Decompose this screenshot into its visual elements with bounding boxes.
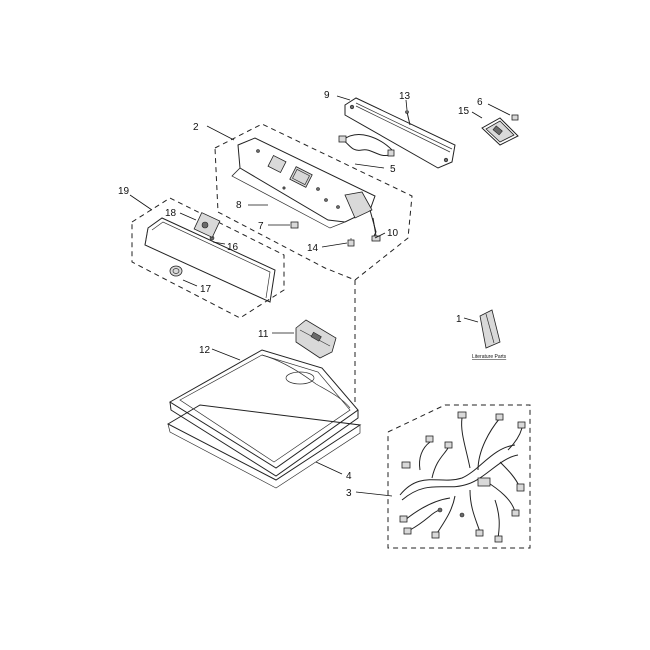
- callout-19: 19: [118, 186, 130, 197]
- knob-part-17: [169, 265, 183, 277]
- callout-10: 10: [387, 228, 399, 239]
- clip-part-7: [290, 221, 299, 229]
- callout-12: 12: [199, 345, 211, 356]
- callout-16: 16: [227, 242, 239, 253]
- literature-parts-label: Literature Parts: [472, 354, 507, 360]
- console-housing: [231, 137, 377, 241]
- bracket-part-10: [371, 217, 381, 242]
- callout-2: 2: [193, 122, 199, 133]
- callout-13: 13: [399, 91, 411, 102]
- callout-14: 14: [307, 243, 319, 254]
- callout-3: 3: [346, 488, 352, 499]
- callout-8: 8: [236, 200, 242, 211]
- board-part-18: [193, 212, 221, 238]
- callout-5: 5: [390, 164, 396, 175]
- wire-harness-boundary: [387, 404, 531, 549]
- callout-9: 9: [324, 90, 330, 101]
- callout-4: 4: [346, 471, 352, 482]
- control-panel-part-19: [144, 217, 276, 303]
- control-board-part-11: [295, 319, 337, 359]
- top-panel-part-12: [169, 349, 359, 477]
- trim-strip-part-9: [344, 97, 456, 169]
- panel-assembly-boundary: [131, 197, 285, 319]
- literature-part-1: Literature Parts: [472, 309, 507, 360]
- callout-18: 18: [165, 208, 177, 219]
- callout-1: 1: [456, 314, 462, 325]
- clip-part-6: [511, 114, 519, 121]
- callout-labels: 2 9 13 6 15 5 8 7 14 10 19 18 16 17 11 1…: [118, 90, 483, 499]
- gasket-part-4: [166, 404, 362, 489]
- callout-17: 17: [200, 284, 212, 295]
- screw-part-13: [405, 110, 411, 126]
- callout-15: 15: [458, 106, 470, 117]
- console-assembly-boundary: [214, 123, 413, 402]
- wire-part-5: [338, 134, 395, 157]
- module-part-15: [481, 117, 519, 146]
- callout-11: 11: [258, 329, 269, 340]
- callout-6: 6: [477, 97, 483, 108]
- leader-lines: [129, 95, 511, 497]
- wire-harness-part-3: [399, 411, 526, 543]
- callout-7: 7: [258, 221, 264, 232]
- screw-part-14: [347, 238, 355, 247]
